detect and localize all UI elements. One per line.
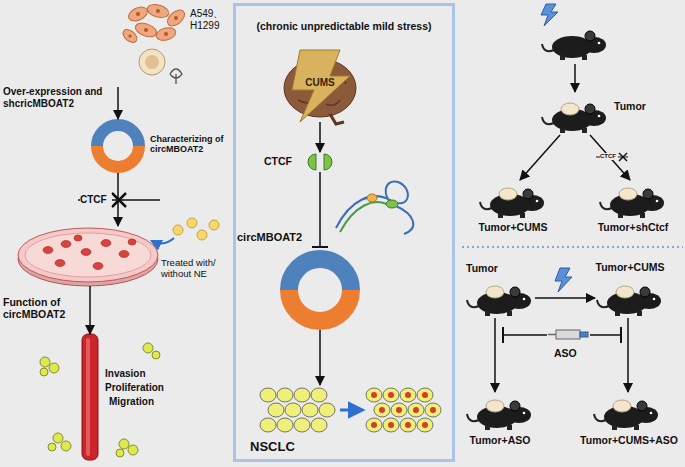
ctcf-protein: CTCF — [302, 152, 338, 172]
node-text: Tumor+ASO — [450, 434, 550, 446]
node-text: (chronic unpredictable mild stress) — [236, 20, 452, 32]
node-text: Characterizing of circMBOAT2 — [150, 134, 226, 155]
connector — [90, 286, 91, 334]
connector — [520, 135, 560, 180]
node-text: Tumor+CUMS — [580, 261, 680, 273]
node-text: Tumor+shCtcf — [583, 221, 683, 233]
edge-label: Over-expression and shcricMBOAT2 — [3, 86, 111, 109]
node-text: Treated with/ without NE — [161, 258, 227, 280]
node-text: Tumor — [466, 262, 526, 274]
mouse-icon: Tumor+CUMS — [478, 180, 548, 220]
node-text: NSCLC — [250, 440, 330, 455]
circrna-ring: Characterizing of circMBOAT2 — [91, 119, 145, 173]
cell-lines: A549、H1299 — [110, 3, 228, 87]
node-text: CTCF — [264, 155, 300, 167]
stress-panel: (chronic unpredictable mild stress) CUMS C… — [233, 3, 455, 462]
node-text: CUMS — [284, 77, 356, 89]
edge-label: Function of circMBOAT2 — [3, 296, 83, 320]
mouse-icon: Tumor — [540, 95, 610, 135]
mouse-icon: Tumor+ASO — [465, 392, 535, 432]
node-text: Migration — [109, 396, 189, 408]
node-text: Tumor — [614, 100, 676, 112]
connector — [320, 122, 321, 152]
brain-icon: CUMS — [284, 60, 356, 122]
node-text: Proliferation — [105, 382, 185, 394]
mouse-icon: Tumor+CUMS — [595, 278, 665, 318]
node-text: Invasion — [105, 368, 185, 380]
connector — [495, 318, 496, 392]
circrna-ring: circMBOAT2 — [280, 250, 360, 330]
culture-dish: Treated with/ without NE — [18, 226, 158, 286]
connector — [628, 318, 629, 392]
connector — [118, 87, 119, 119]
node-text: Tumor+CUMS — [463, 221, 563, 233]
connector — [320, 330, 321, 385]
tumor-cells: NSCLC — [262, 385, 442, 435]
blood-vessel: InvasionProliferationMigration — [82, 334, 98, 462]
mouse-icon: Tumor+shCtcf — [598, 180, 668, 220]
node-text: circMBOAT2 — [237, 231, 313, 244]
connector — [312, 172, 328, 247]
connector — [590, 135, 630, 180]
connector — [118, 173, 119, 226]
mouse-icon: Tumor+CUMS+ASO — [592, 392, 662, 432]
protein-label: CTCF — [80, 194, 112, 206]
treatment-label: ASO — [554, 347, 588, 359]
node-text: Tumor+CUMS+ASO — [576, 434, 682, 446]
mouse-icon: Tumor — [465, 278, 535, 318]
node-text: A549、H1299 — [190, 8, 226, 31]
connector — [535, 298, 595, 299]
protein-label: CTCF — [600, 153, 618, 160]
